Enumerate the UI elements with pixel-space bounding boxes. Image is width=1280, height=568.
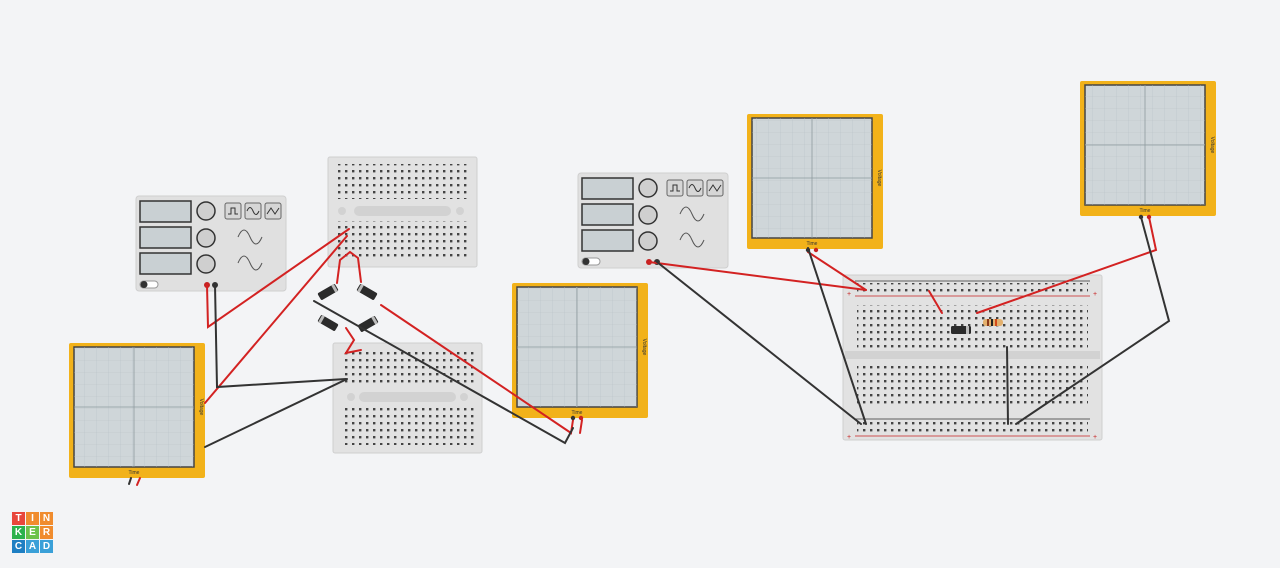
frequency-knob[interactable] [638, 178, 658, 198]
wire-red[interactable] [807, 251, 867, 291]
fg-display [581, 229, 634, 252]
diode[interactable] [951, 326, 971, 334]
wire-black[interactable] [214, 284, 347, 389]
logo-letter: E [26, 526, 39, 539]
amplitude-knob[interactable] [638, 205, 658, 225]
offset-knob[interactable] [196, 254, 216, 274]
diode[interactable] [356, 284, 378, 301]
logo-letter: K [12, 526, 25, 539]
wire-red[interactable] [336, 250, 362, 284]
voltage-axis-label: Voltage [876, 170, 882, 187]
voltage-axis-label: Voltage [198, 399, 204, 416]
logo-letter: A [26, 540, 39, 553]
wire-red[interactable] [136, 477, 141, 486]
time-axis-label: Time [1140, 208, 1151, 214]
fg-display [581, 203, 634, 226]
wire-black[interactable] [1006, 346, 1009, 425]
square-wave-button[interactable] [224, 202, 242, 220]
wire-red[interactable] [928, 290, 943, 314]
wires[interactable] [128, 216, 1171, 486]
breadboard-small-top[interactable] [327, 156, 478, 268]
logo-letter: I [26, 512, 39, 525]
fg-display [139, 226, 192, 249]
wire-black[interactable] [807, 247, 867, 425]
oscilloscope-2[interactable]: Time Voltage [512, 283, 648, 418]
wire-red[interactable] [343, 327, 362, 355]
function-generator-1[interactable] [135, 195, 287, 292]
logo-letter: T [12, 512, 25, 525]
function-generator-2[interactable] [577, 172, 729, 269]
sine-wave-icon [679, 206, 705, 222]
diode[interactable] [357, 316, 379, 333]
diode[interactable] [317, 284, 339, 301]
sine-wave-icon [237, 229, 263, 245]
breadboard-small-bottom[interactable] [332, 342, 483, 454]
logo-letter: R [40, 526, 53, 539]
wire-red[interactable] [204, 235, 348, 404]
fg-display [139, 252, 192, 275]
logo-letter: N [40, 512, 53, 525]
time-axis-label: Time [129, 470, 140, 476]
wire-red[interactable] [648, 261, 867, 291]
svg-text:+: + [847, 434, 851, 441]
probe-connector[interactable] [1146, 214, 1152, 220]
tinkercad-logo: T I N K E R C A D [12, 512, 53, 553]
probe-connector[interactable] [578, 415, 584, 421]
resistor[interactable] [983, 319, 1003, 326]
diode[interactable] [317, 315, 339, 332]
time-axis-label: Time [572, 410, 583, 416]
wire-black[interactable] [204, 378, 348, 448]
wire-red[interactable] [206, 228, 350, 329]
probe-connector[interactable] [813, 247, 819, 253]
wire-red[interactable] [976, 216, 1158, 314]
wire-red[interactable] [579, 419, 583, 434]
wire-black[interactable] [313, 300, 574, 445]
probe-connector[interactable] [570, 415, 576, 421]
svg-text:+: + [1093, 291, 1097, 298]
offset-knob[interactable] [638, 231, 658, 251]
frequency-knob[interactable] [196, 201, 216, 221]
voltage-axis-label: Voltage [641, 339, 647, 356]
breadboard-large[interactable]: + + + + [842, 274, 1103, 441]
oscilloscope-1[interactable]: Time Voltage [69, 343, 205, 478]
sine-wave-icon [237, 255, 263, 271]
svg-text:+: + [1093, 434, 1097, 441]
amplitude-knob[interactable] [196, 228, 216, 248]
voltage-axis-label: Voltage [1209, 137, 1215, 154]
square-wave-button[interactable] [666, 179, 684, 197]
oscilloscope-4[interactable]: Time Voltage [1080, 81, 1216, 216]
wire-black[interactable] [1015, 216, 1171, 425]
svg-text:+: + [847, 291, 851, 298]
logo-letter: D [40, 540, 53, 553]
time-axis-label: Time [807, 241, 818, 247]
logo-letter: C [12, 540, 25, 553]
wire-black[interactable] [128, 477, 132, 485]
sine-wave-icon [679, 232, 705, 248]
probe-connector[interactable] [805, 247, 811, 253]
oscilloscope-3[interactable]: Time Voltage [747, 114, 883, 249]
fg-display [581, 177, 634, 200]
wire-black[interactable] [656, 261, 862, 425]
fg-display [139, 200, 192, 223]
probe-connector[interactable] [1138, 214, 1144, 220]
